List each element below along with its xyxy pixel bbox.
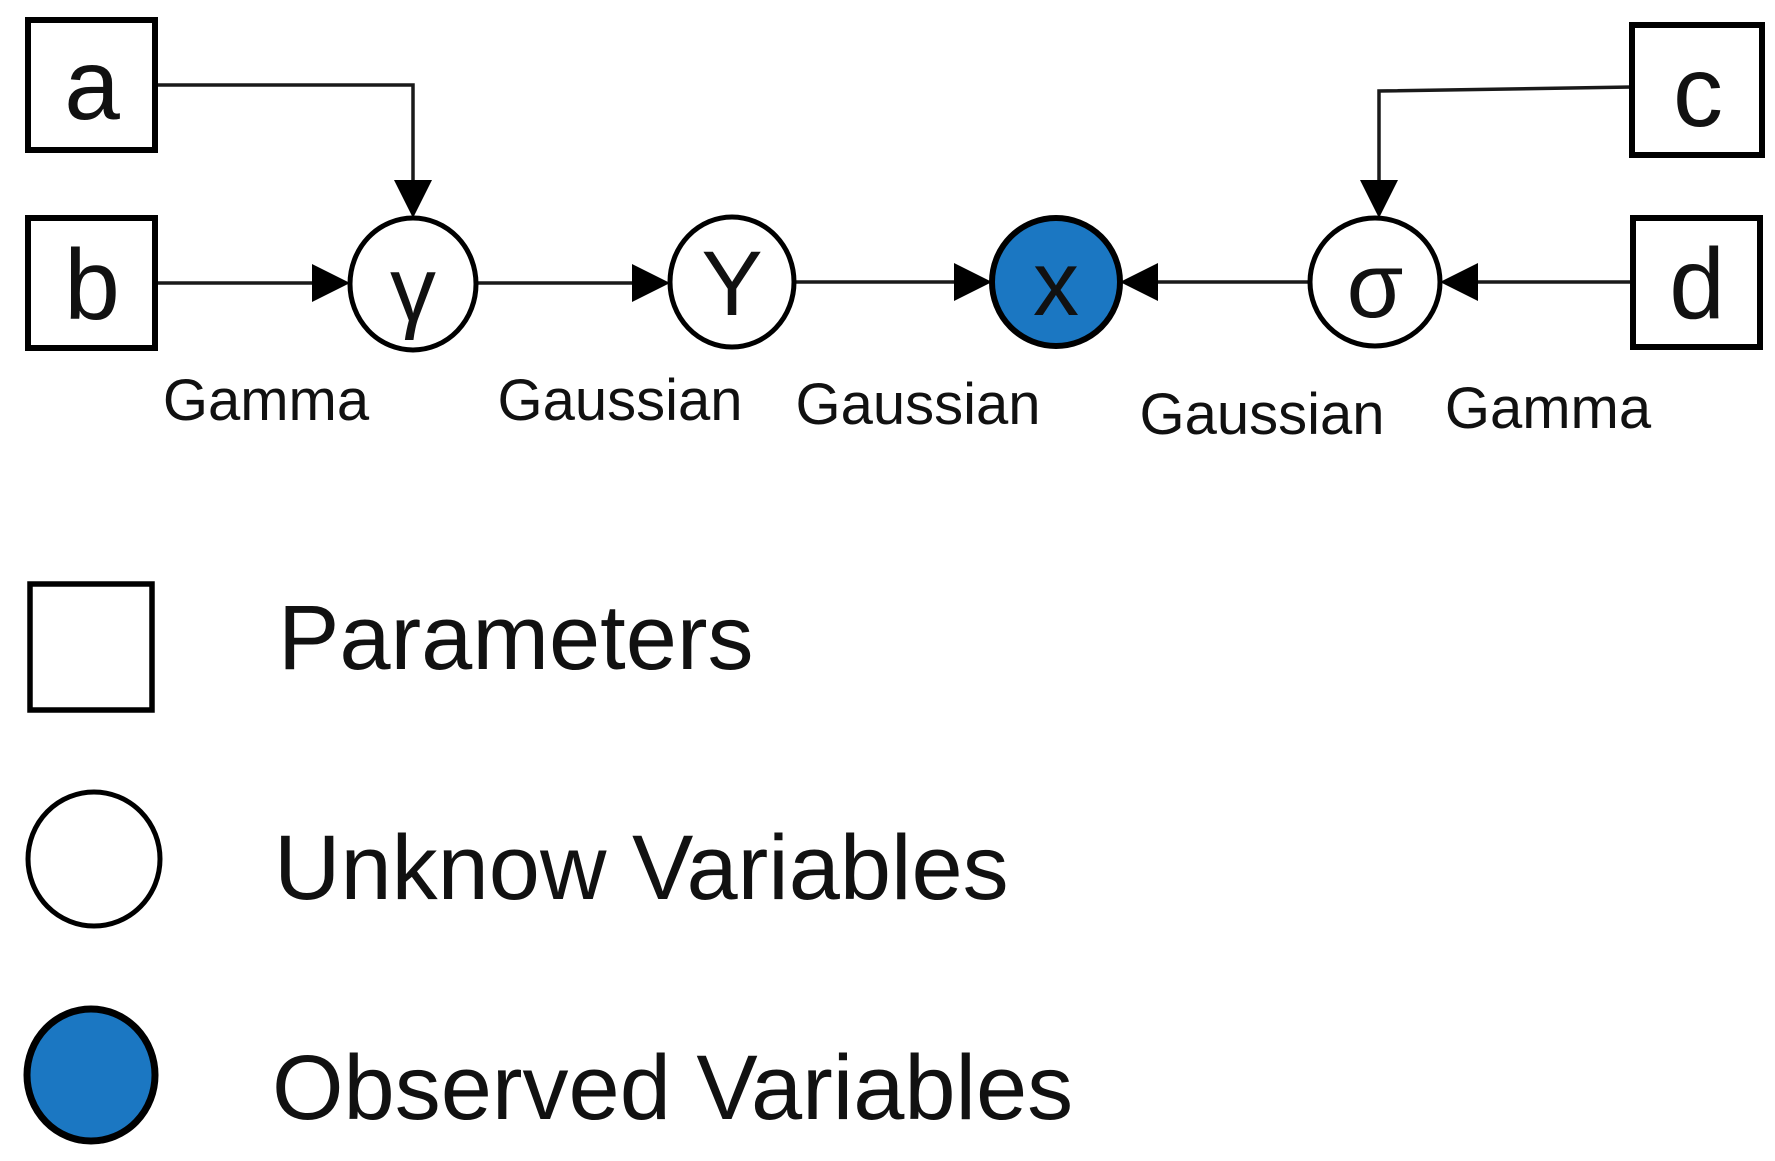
param-node-c-label: c — [1673, 36, 1723, 148]
edges-group — [155, 83, 1633, 302]
observed-node-x-label: x — [1033, 233, 1079, 335]
param-node-c-square — [1629, 22, 1765, 158]
unknown-node-Y-label: Y — [701, 233, 762, 335]
param-node-d-square — [1630, 215, 1763, 350]
unknown-node-sigma-circle — [1307, 215, 1443, 349]
unknown-nodes-group: γ Y σ — [347, 214, 1443, 353]
legend-label-observed-variables: Observed Variables — [272, 1037, 1073, 1139]
legend-square-swatch — [27, 581, 155, 713]
edge-Y-to-x-arrowhead-icon — [954, 263, 992, 301]
distribution-labels-group: Gamma Gaussian Gaussian Gaussian Gamma — [163, 368, 1652, 447]
edge-a-to-gamma-line — [155, 83, 415, 181]
param-node-b-label: b — [64, 229, 120, 341]
legend-filled-circle-swatch — [23, 1005, 159, 1145]
edge-gamma-to-Y-arrowhead-icon — [632, 264, 670, 302]
unknown-node-gamma-circle — [347, 215, 479, 353]
edge-c-to-sigma-arrowhead-icon — [1360, 180, 1398, 218]
edge-c-to-sigma-line — [1377, 85, 1633, 181]
edge-d-to-sigma-arrowhead-icon — [1440, 263, 1478, 301]
unknown-node-gamma-label: γ — [390, 239, 436, 341]
legend-circle-swatch — [25, 789, 163, 929]
legend-label-parameters: Parameters — [278, 587, 754, 689]
distribution-label-gamma-left: Gamma — [163, 368, 370, 433]
edge-sigma-to-x-arrowhead-icon — [1120, 263, 1158, 301]
edge-a-to-gamma-arrowhead-icon — [394, 180, 432, 218]
param-node-d-label: d — [1669, 228, 1725, 340]
distribution-label-gaussian-2: Gaussian — [795, 372, 1040, 437]
parameter-nodes-group: a b c d — [25, 17, 1765, 351]
param-node-a-square — [25, 17, 158, 153]
param-node-a-label: a — [64, 29, 120, 141]
observed-node-x-circle — [989, 215, 1123, 349]
observed-nodes-group: x — [989, 215, 1123, 349]
unknown-node-Y-circle — [667, 214, 797, 350]
unknown-node-sigma-label: σ — [1347, 235, 1404, 337]
param-node-b-square — [25, 215, 158, 351]
legend-label-unknow-variables: Unknow Variables — [274, 817, 1009, 919]
distribution-label-gamma-right: Gamma — [1445, 376, 1652, 441]
edge-b-to-gamma-arrowhead-icon — [312, 264, 350, 302]
legend-group: Parameters Unknow Variables Observed Var… — [23, 581, 1073, 1145]
distribution-label-gaussian-1: Gaussian — [497, 368, 742, 433]
distribution-label-gaussian-3: Gaussian — [1139, 382, 1384, 447]
